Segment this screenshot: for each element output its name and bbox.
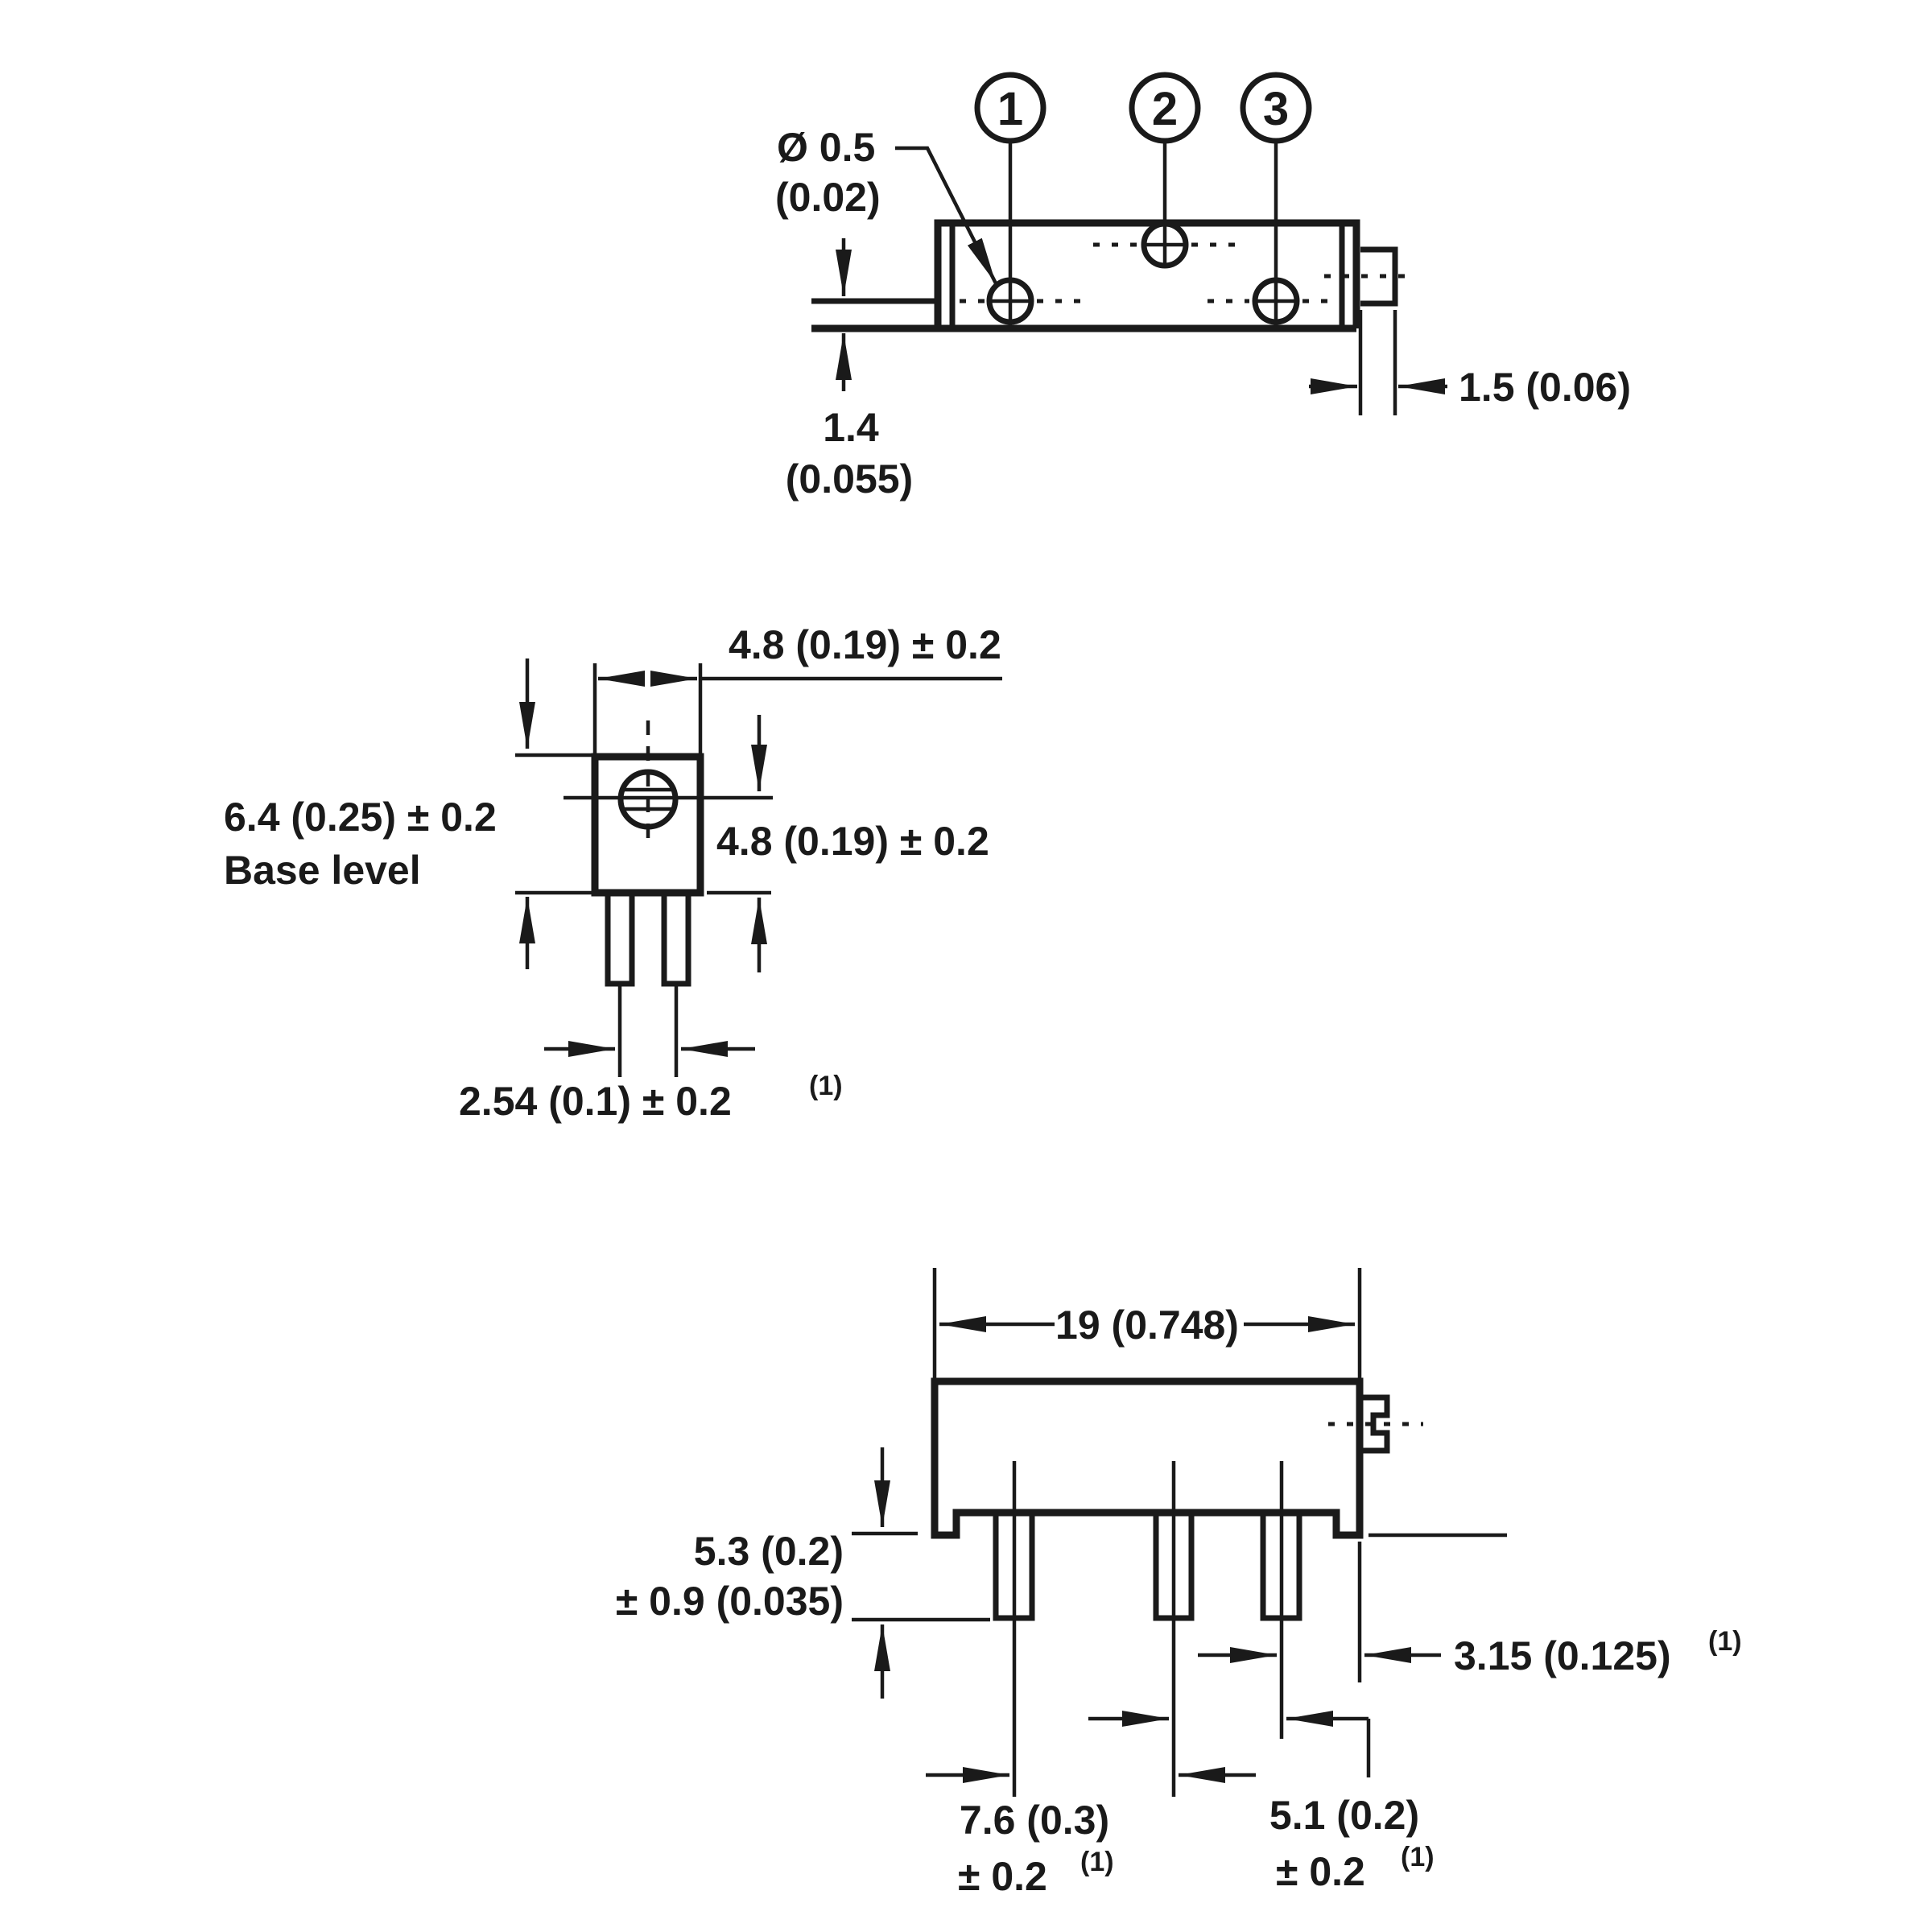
dim-pin3-to-edge: 3.15 (0.125) (1): [1198, 1626, 1742, 1678]
dim-width-label: 4.8 (0.19) ± 0.2: [729, 622, 1001, 667]
dim-p2p3-tol-label: ± 0.2: [1276, 1849, 1365, 1894]
top-screw-boss: [1360, 246, 1398, 307]
side-screw-boss: [1360, 1394, 1390, 1454]
front-pin-left: [605, 893, 635, 987]
pin-callout-1: 1: [974, 72, 1046, 325]
dim-p2p3-note: (1): [1401, 1842, 1435, 1872]
dim-pin-row-offset: 1.4 (0.055): [786, 238, 913, 502]
callout-circle-2: [1129, 72, 1201, 144]
pin-hole-3: [1208, 277, 1338, 325]
pin-callout-3: 3: [1240, 72, 1312, 325]
callout-circle-1: [974, 72, 1046, 144]
dim-screw-center-height: 4.8 (0.19) ± 0.2: [707, 715, 989, 972]
dim-height-ref-label: Base level: [224, 848, 421, 893]
pin-callout-2: 2: [1129, 72, 1201, 266]
dim-screw-boss-width: 1.5 (0.06): [1309, 310, 1631, 415]
side-view: 19 (0.748) 5.3 (0.2) ± 0.9 (0.035) 3.15 …: [616, 1268, 1742, 1899]
dim-offset-label-mm: 1.4: [823, 405, 879, 450]
dim-body-width: 4.8 (0.19) ± 0.2: [592, 622, 1002, 755]
dim-center-height-label: 4.8 (0.19) ± 0.2: [716, 819, 989, 864]
top-body-outline: [934, 219, 1360, 328]
dim-height-label: 6.4 (0.25) ± 0.2: [224, 795, 497, 840]
front-pin-right: [661, 893, 691, 987]
front-view: 4.8 (0.19) ± 0.2 4.8 (0.19) ± 0.2 6.4 (0…: [224, 622, 1002, 1124]
dim-pin-length-label: 5.3 (0.2): [694, 1529, 844, 1574]
dim-length-label: 19 (0.748): [1055, 1302, 1239, 1348]
callout-label-1: 1: [997, 83, 1023, 135]
dim-p2p3-label: 5.1 (0.2): [1269, 1793, 1419, 1838]
hole-diameter-label-mm: Ø 0.5: [777, 125, 875, 170]
dim-edge-note: (1): [1708, 1626, 1742, 1657]
dim-body-length: 19 (0.748): [932, 1268, 1362, 1378]
dim-pin-length-tol-label: ± 0.9 (0.035): [616, 1579, 844, 1624]
hole-diameter-label-in: (0.02): [775, 175, 881, 220]
dim-edge-label: 3.15 (0.125): [1454, 1633, 1671, 1678]
dim-pitch-label: 2.54 (0.1) ± 0.2: [459, 1079, 732, 1124]
callout-circle-3: [1240, 72, 1312, 144]
callout-label-3: 3: [1263, 83, 1289, 135]
dim-boss-label: 1.5 (0.06): [1459, 365, 1631, 410]
dim-offset-label-in: (0.055): [786, 456, 913, 502]
callout-label-2: 2: [1152, 83, 1178, 135]
dim-p1p2-tol-label: ± 0.2: [958, 1854, 1047, 1899]
dim-p1p2-note: (1): [1080, 1847, 1114, 1877]
dim-pin2-pin3: 5.1 (0.2) ± 0.2 (1): [1088, 1711, 1435, 1894]
dim-p1p2-label: 7.6 (0.3): [960, 1798, 1109, 1843]
pin-hole-1: [960, 277, 1087, 325]
side-body-outline: [931, 1377, 1364, 1539]
dim-pin1-pin2: 7.6 (0.3) ± 0.2 (1): [926, 1767, 1256, 1899]
dim-pin-length: 5.3 (0.2) ± 0.9 (0.035): [616, 1447, 990, 1699]
dim-pin-pitch: 2.54 (0.1) ± 0.2 (1): [459, 1041, 843, 1124]
dim-overall-height: 6.4 (0.25) ± 0.2 Base level: [224, 658, 593, 969]
hole-diameter-leader-arrow: [895, 146, 998, 285]
dim-pitch-note: (1): [809, 1071, 843, 1101]
top-view: 1 2 3: [775, 72, 1631, 502]
pin-hole-2: [1093, 221, 1240, 269]
